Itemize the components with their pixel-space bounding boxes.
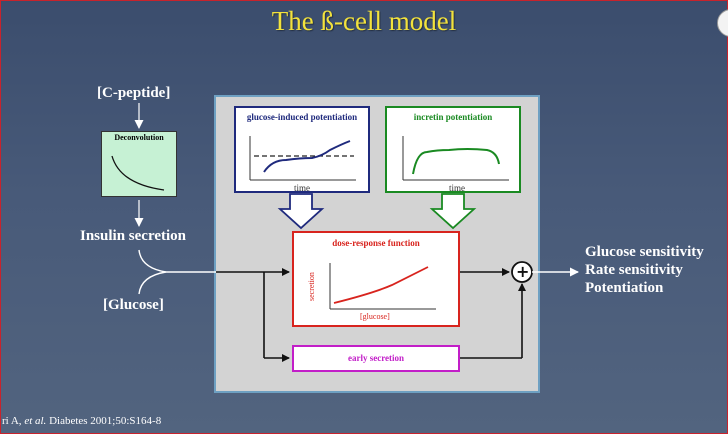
deconvolution-box: Deconvolution <box>101 131 177 197</box>
decay-curve-icon <box>111 155 165 191</box>
citation-prefix: ri A, <box>2 415 25 427</box>
glucose-potentiation-label: glucose-induced potentiation <box>246 112 358 122</box>
c-peptide-label: [C-peptide] <box>97 85 171 101</box>
glucose-merge-curve <box>138 271 167 295</box>
incretin-potentiation-box: incretin potentiation time <box>385 106 521 193</box>
insulin-merge-curve <box>138 249 167 273</box>
output-potentiation: Potentiation <box>585 280 664 296</box>
output-rate-sensitivity: Rate sensitivity <box>585 262 683 278</box>
citation-etal: et al. <box>24 415 47 427</box>
glucose-potentiation-xlabel: time <box>294 183 310 193</box>
early-secretion-box: early secretion <box>292 345 460 372</box>
slide-title: The ß-cell model <box>271 6 457 36</box>
incretin-potentiation-block-arrow-icon <box>429 193 477 230</box>
dose-response-xlabel: [glucose] <box>360 312 390 321</box>
incretin-potentiation-label: incretin potentiation <box>413 112 493 122</box>
dose-response-box: dose-response function secretion [glucos… <box>292 231 460 327</box>
deconvolution-label: Deconvolution <box>114 133 164 142</box>
insulin-secretion-label: Insulin secretion <box>80 228 186 244</box>
citation: ri A, et al. Diabetes 2001;50:S164-8 <box>2 415 161 427</box>
glucose-potentiation-block-arrow-icon <box>277 193 325 230</box>
dose-response-plot <box>329 263 436 310</box>
output-glucose-sensitivity: Glucose sensitivity <box>585 244 704 260</box>
glucose-potentiation-plot <box>249 136 356 181</box>
sum-symbol: + <box>516 262 530 281</box>
glucose-input-label: [Glucose] <box>103 297 164 313</box>
dose-response-label: dose-response function <box>332 238 420 248</box>
citation-rest: Diabetes 2001;50:S164-8 <box>46 415 162 427</box>
early-secretion-label: early secretion <box>347 353 405 363</box>
incretin-potentiation-xlabel: time <box>449 183 465 193</box>
glucose-potentiation-box: glucose-induced potentiation time <box>234 106 370 193</box>
incretin-potentiation-plot <box>402 136 509 181</box>
